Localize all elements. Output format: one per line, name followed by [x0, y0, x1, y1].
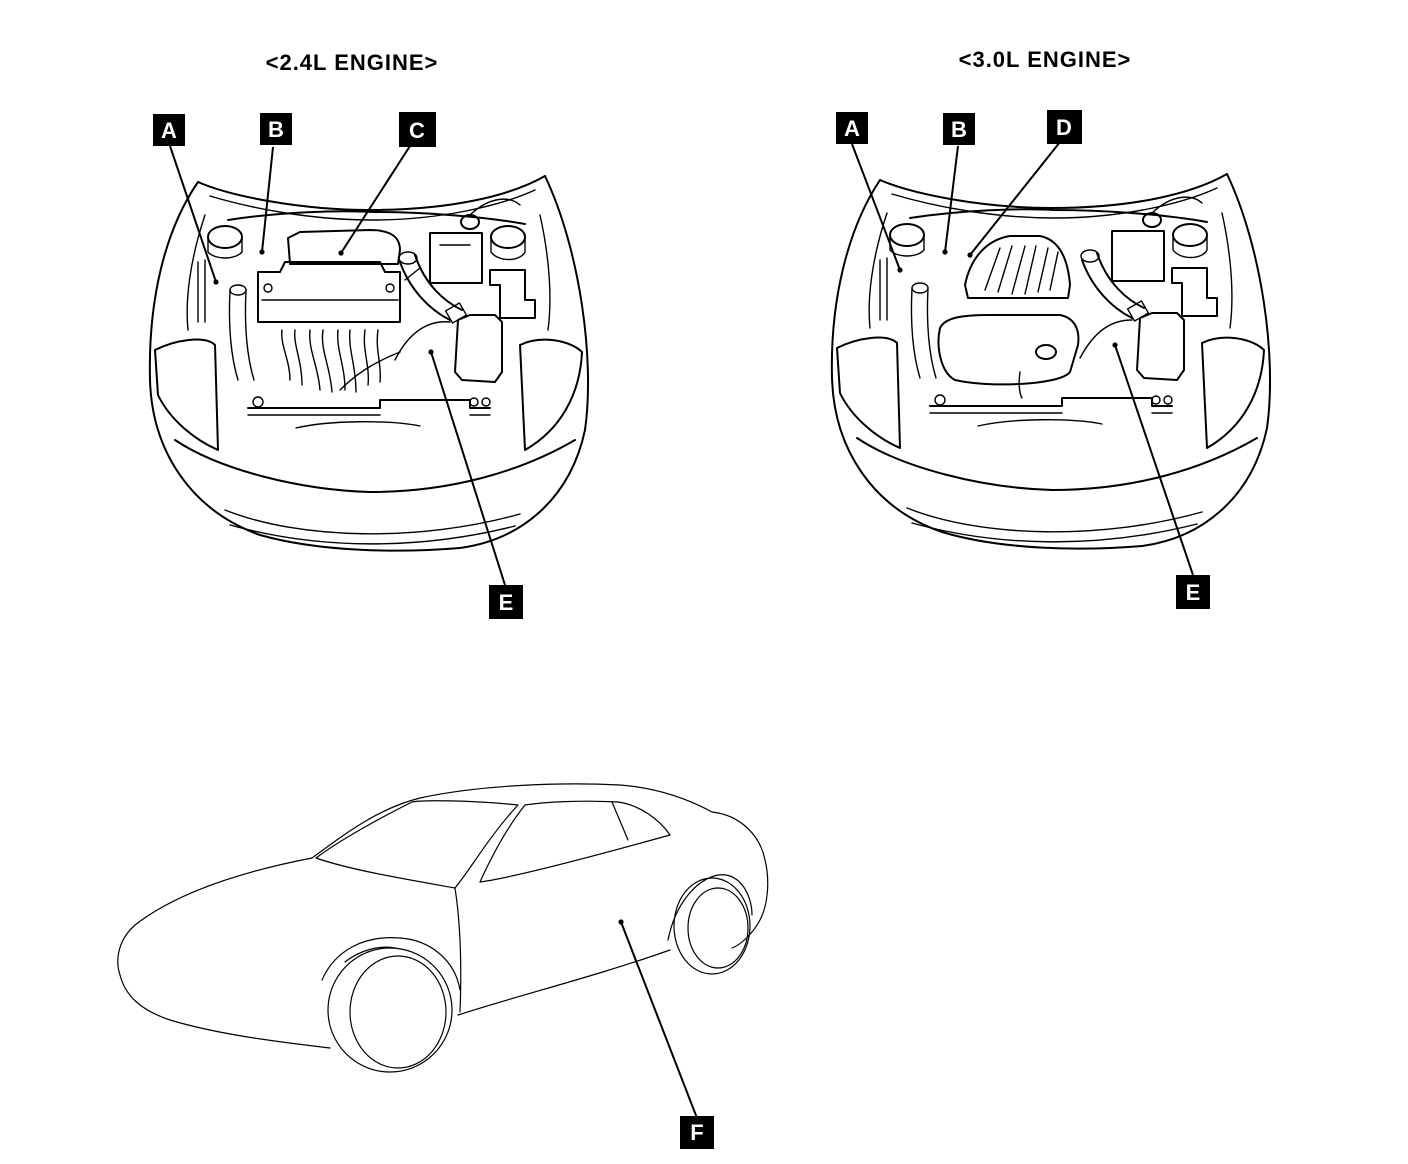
- svg-text:E: E: [1186, 580, 1201, 605]
- leader-right-a: [851, 143, 901, 271]
- svg-text:B: B: [268, 117, 284, 142]
- label-right-d: D: [1047, 110, 1082, 144]
- title-2-4l-engine: <2.4L ENGINE>: [266, 50, 439, 75]
- label-right-a: A: [836, 112, 868, 144]
- svg-text:A: A: [161, 118, 177, 143]
- engine-bay-3-0l: [830, 173, 1271, 550]
- svg-text:A: A: [844, 116, 860, 141]
- svg-text:F: F: [690, 1120, 703, 1145]
- leader-left-e: [430, 351, 506, 586]
- svg-text:C: C: [409, 118, 425, 143]
- label-left-c: C: [399, 112, 436, 147]
- leader-right-b: [944, 145, 959, 253]
- leader-left-c: [340, 145, 411, 254]
- car-side-view: [117, 783, 769, 1073]
- svg-text:E: E: [499, 590, 514, 615]
- label-left-a: A: [153, 114, 185, 146]
- leader-left-a: [169, 145, 217, 283]
- svg-text:B: B: [951, 117, 967, 142]
- title-3-0l-engine: <3.0L ENGINE>: [959, 47, 1132, 72]
- leader-left-b: [261, 146, 274, 253]
- label-left-b: B: [260, 113, 292, 145]
- svg-text:D: D: [1056, 115, 1072, 140]
- leader-right-d: [969, 141, 1061, 256]
- label-right-e: E: [1176, 575, 1210, 609]
- leader-right-e: [1114, 344, 1194, 576]
- label-left-e: E: [489, 585, 523, 619]
- label-car-f: F: [680, 1116, 714, 1149]
- leader-car-f: [620, 921, 698, 1119]
- label-right-b: B: [943, 113, 975, 145]
- engine-bay-2-4l: [148, 175, 589, 552]
